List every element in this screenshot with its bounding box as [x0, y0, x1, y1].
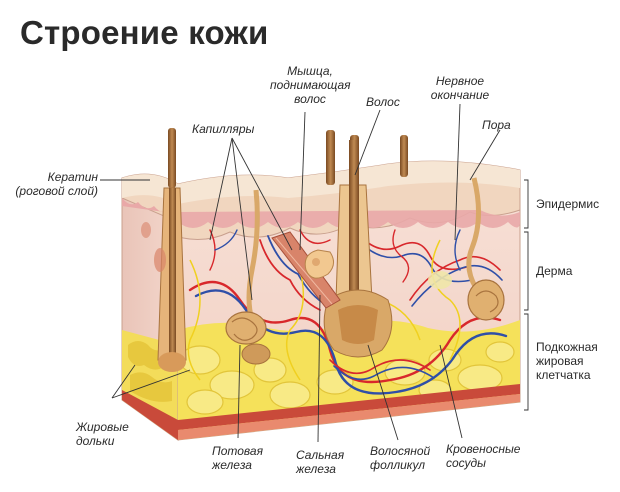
hair-follicle-main — [323, 140, 393, 358]
label-subcutaneous-line1: Подкожная — [536, 340, 598, 354]
label-keratin: Кератин (роговой слой) — [2, 170, 98, 198]
label-muscle-line2: поднимающая — [270, 78, 351, 92]
label-keratin-line1: Кератин — [47, 170, 98, 184]
label-sebaceous-gland: Сальная железа — [296, 448, 344, 476]
sweat-gland — [225, 189, 271, 365]
label-subcutaneous: Подкожная жировая клетчатка — [536, 340, 598, 382]
pore-sweat-duct — [428, 177, 505, 321]
sebaceous-gland — [304, 249, 334, 279]
label-sweat-gland: Потовая железа — [212, 444, 263, 472]
label-subcutaneous-line2: жировая — [536, 354, 584, 368]
label-epidermis: Эпидермис — [536, 197, 600, 211]
label-dermis: Дерма — [536, 264, 573, 278]
blood-vessels-network — [188, 229, 508, 395]
label-sweat-gland-line2: железа — [212, 458, 252, 472]
label-fat-lobules: Жировые дольки — [76, 420, 129, 448]
label-blood-vessels-line1: Кровеносные — [446, 442, 521, 456]
base-tissue-band — [122, 384, 520, 440]
label-nerve-ending-line2: окончание — [430, 88, 490, 102]
label-fat-lobules-line1: Жировые — [76, 420, 129, 434]
label-muscle-line3: волос — [294, 92, 326, 106]
label-hair: Волос — [366, 95, 400, 109]
label-capillaries: Капилляры — [192, 122, 255, 136]
label-muscle: Мышца, поднимающая волос — [270, 64, 351, 106]
label-blood-vessels: Кровеносные сосуды — [446, 442, 520, 470]
label-hair-follicle-line1: Волосяной — [370, 444, 431, 458]
label-hair-follicle: Волосяной фолликул — [370, 444, 430, 472]
epidermis-layer — [121, 160, 521, 240]
label-subcutaneous-line3: клетчатка — [536, 368, 591, 382]
label-sweat-gland-line1: Потовая — [212, 444, 263, 458]
label-hair-follicle-line2: фолликул — [370, 458, 426, 472]
side-follicle-bulbs — [141, 222, 166, 272]
label-sebaceous-gland-line1: Сальная — [296, 448, 345, 462]
leader-lines — [100, 103, 529, 443]
label-keratin-line2: (роговой слой) — [15, 184, 98, 198]
hair-follicle-left — [157, 187, 187, 372]
label-fat-lobules-line2: дольки — [76, 434, 115, 448]
nerve-fibers — [187, 239, 461, 381]
page-title: Строение кожи — [20, 14, 269, 51]
label-muscle-line1: Мышца, — [287, 64, 333, 78]
label-pore: Пора — [482, 118, 511, 132]
label-nerve-ending: Нервное окончание — [420, 74, 500, 102]
label-blood-vessels-line2: сосуды — [446, 456, 487, 470]
label-sebaceous-gland-line2: железа — [296, 462, 336, 476]
label-nerve-ending-line1: Нервное — [435, 74, 485, 88]
